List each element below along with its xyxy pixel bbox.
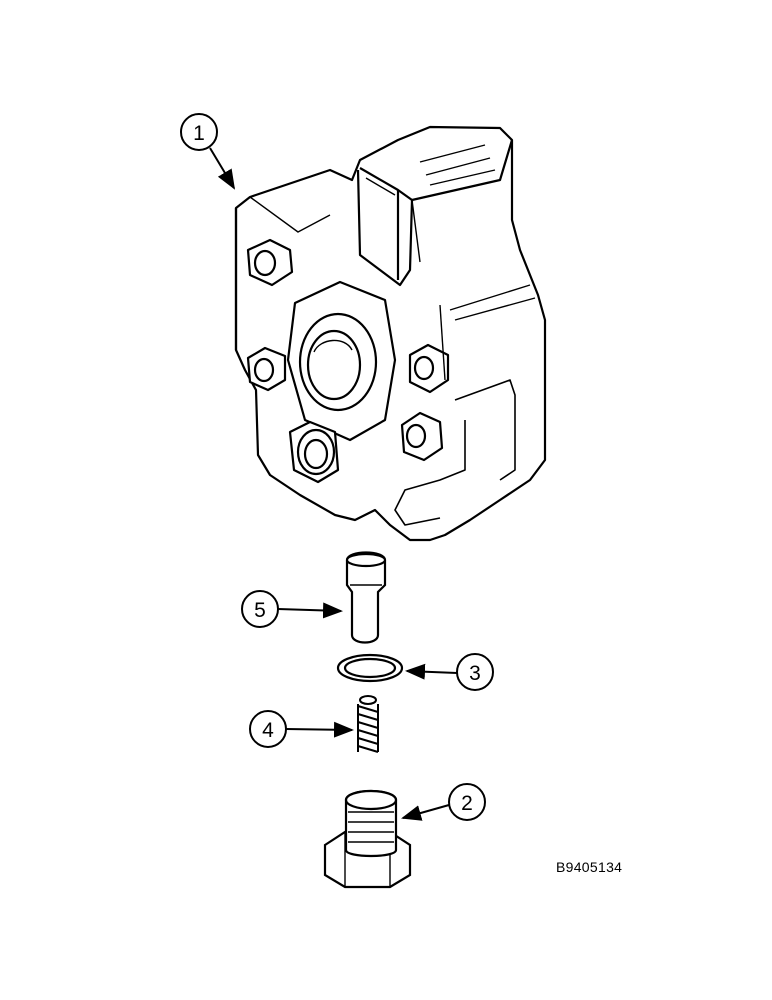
callout-5-leader [277,602,343,619]
plunger-part [345,551,387,644]
spring-part [357,695,379,753]
callout-4: 4 [249,710,354,748]
callout-4-label: 4 [262,719,274,742]
callout-4-leader [285,721,354,738]
callout-1-circle [180,113,218,151]
callout-3-leader [405,663,458,680]
callout-3: 3 [405,653,494,691]
housing-part [234,125,547,542]
callout-1-label: 1 [193,122,205,145]
callout-5: 5 [241,590,343,628]
callout-1: 1 [180,113,236,190]
callout-2: 2 [401,783,486,821]
callout-5-label: 5 [254,599,266,622]
callout-2-label: 2 [461,792,473,815]
callout-3-label: 3 [469,662,481,685]
plug-part [323,789,412,889]
callout-1-leader [209,147,236,190]
callout-2-circle [448,783,486,821]
figure-reference-code: B9405134 [556,859,623,875]
o-ring-part [336,653,404,683]
callout-2-leader [401,804,450,821]
